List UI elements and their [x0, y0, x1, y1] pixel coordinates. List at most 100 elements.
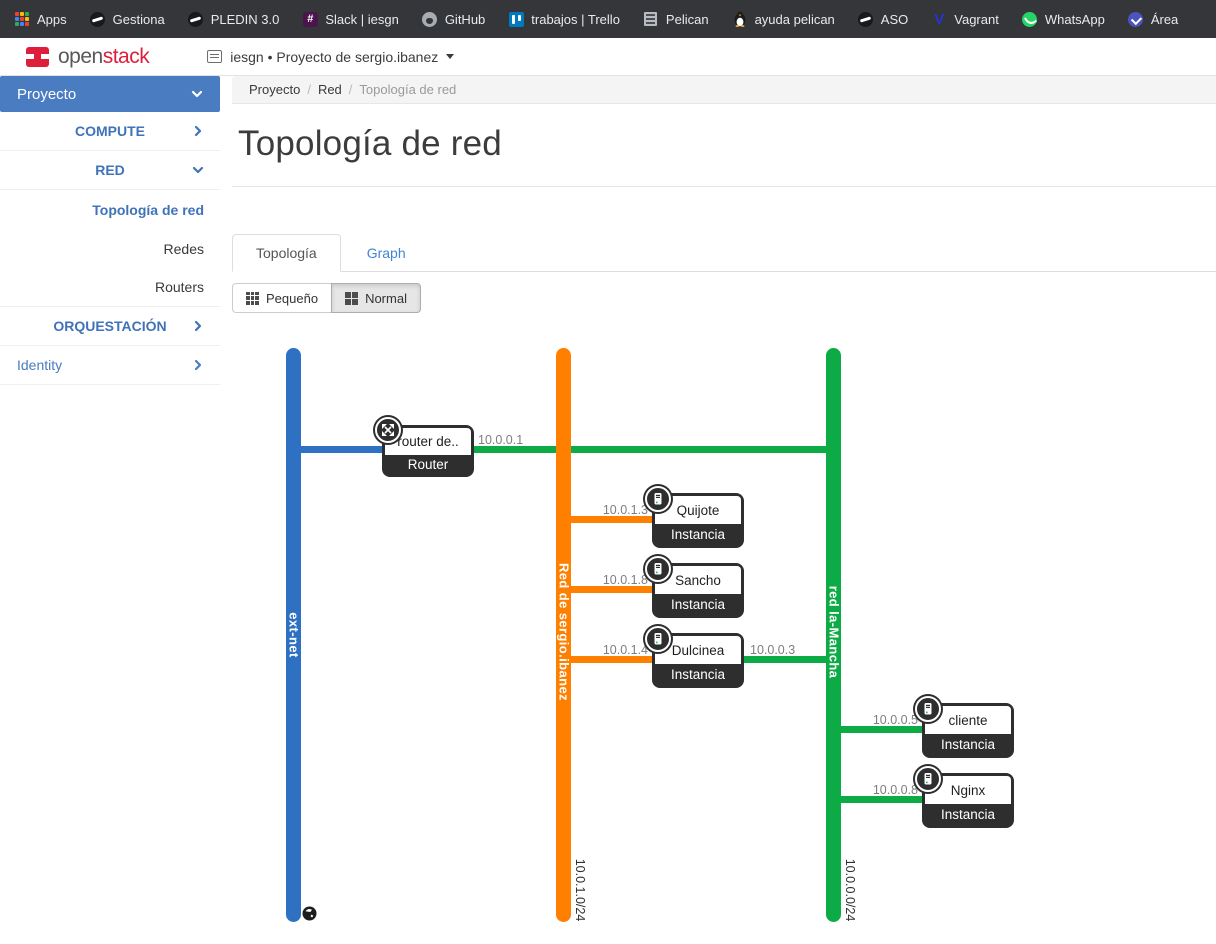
- subnet-cidr-sergio: 10.0.1.0/24: [573, 858, 587, 922]
- sidebar-item-redes[interactable]: Redes: [163, 240, 204, 257]
- chevron-down-icon: [446, 54, 455, 59]
- bookmark-gestiona[interactable]: Gestiona: [90, 11, 165, 27]
- network-name-red-de-sergio-ibanez: Red de sergio.ibanez: [556, 562, 572, 702]
- network-bar-ext-net[interactable]: [286, 348, 301, 922]
- bookmark-label: PLEDIN 3.0: [210, 11, 280, 27]
- link-dulcinea-mancha: [740, 656, 834, 663]
- ip-label-router-right: 10.0.0.1: [478, 433, 524, 447]
- panel-header-label: Proyecto: [17, 85, 77, 103]
- bookmark-label: WhatsApp: [1044, 11, 1105, 27]
- router-icon: [375, 417, 401, 443]
- bookmark-pledin[interactable]: PLEDIN 3.0: [188, 11, 280, 27]
- ip-label-quijote: 10.0.1.3: [602, 503, 648, 517]
- project-list-icon: [207, 50, 223, 63]
- bookmark-whatsapp[interactable]: WhatsApp: [1022, 11, 1105, 27]
- instance-icon: [645, 556, 671, 582]
- normal-view-button[interactable]: Normal: [331, 283, 421, 313]
- bookmark-label: Pelican: [665, 11, 709, 27]
- router-category: Router: [385, 455, 471, 474]
- grid-large-icon: [345, 291, 359, 305]
- breadcrumb-separator: /: [307, 82, 311, 97]
- globe-icon: [858, 11, 874, 27]
- title-divider: [232, 186, 1216, 187]
- bookmark-vagrant[interactable]: V Vagrant: [931, 11, 999, 27]
- bookmark-slack[interactable]: # Slack | iesgn: [302, 11, 399, 27]
- globe-icon: [90, 11, 106, 27]
- bookmark-label: ayuda pelican: [754, 11, 835, 27]
- instance-name: cliente: [925, 706, 1011, 734]
- context-switcher-label: iesgn • Proyecto de sergio.ibanez: [230, 48, 439, 65]
- openstack-logo-icon: [26, 46, 49, 67]
- sidebar-item-compute[interactable]: COMPUTE: [0, 112, 220, 151]
- chevron-right-icon: [192, 359, 204, 371]
- bookmark-area[interactable]: Área: [1128, 11, 1178, 27]
- tab-graph[interactable]: Graph: [366, 245, 406, 261]
- instance-node-sancho[interactable]: Sancho Instancia: [652, 563, 744, 618]
- sidebar-panel-proyecto[interactable]: Proyecto: [0, 76, 220, 112]
- small-view-button[interactable]: Pequeño: [232, 283, 333, 313]
- sidebar-item-identity[interactable]: Identity: [0, 346, 220, 385]
- bookmark-label: GitHub: [444, 11, 486, 27]
- link-sergio-sancho: [563, 586, 663, 593]
- tab-bar: Topología Graph: [232, 231, 1216, 272]
- instance-category: Instancia: [655, 664, 741, 685]
- bookmark-label: ASO: [880, 11, 909, 27]
- breadcrumb-proyecto[interactable]: Proyecto: [249, 82, 301, 97]
- link-sergio-quijote: [563, 516, 663, 523]
- openstack-logo[interactable]: openstack: [26, 44, 150, 69]
- bookmark-label: Área: [1150, 11, 1179, 27]
- network-bar-red-la-mancha[interactable]: [826, 348, 841, 922]
- instance-icon: [645, 626, 671, 652]
- bookmark-pelican[interactable]: Pelican: [643, 11, 709, 27]
- tab-topologia[interactable]: Topología: [232, 234, 341, 272]
- sidebar-item-orquestacion[interactable]: ORQUESTACIÓN: [0, 307, 220, 346]
- instance-node-quijote[interactable]: Quijote Instancia: [652, 493, 744, 548]
- ip-label-dulcinea-left: 10.0.1.4: [602, 643, 648, 657]
- grid-small-icon: [246, 291, 259, 305]
- bookmarks-bar: Apps Gestiona PLEDIN 3.0 # Slack | iesgn…: [0, 0, 1216, 38]
- size-toggle-group: Pequeño Normal: [232, 283, 421, 313]
- globe-icon: [188, 11, 204, 27]
- vagrant-icon: V: [934, 10, 945, 28]
- building-icon: [643, 11, 659, 27]
- main-content: Proyecto / Red / Topología de red Topolo…: [220, 76, 1216, 944]
- external-network-globe-icon: [302, 906, 317, 921]
- instance-icon: [915, 766, 941, 792]
- bookmark-ayuda-pelican[interactable]: ayuda pelican: [732, 11, 835, 27]
- teams-icon: [1128, 11, 1144, 27]
- chevron-down-icon: [191, 90, 203, 98]
- bookmark-aso[interactable]: ASO: [858, 11, 908, 27]
- breadcrumb-separator: /: [348, 82, 353, 97]
- bookmark-github[interactable]: GitHub: [422, 11, 485, 27]
- instance-category: Instancia: [925, 734, 1011, 755]
- network-name-red-la-mancha: red la-Mancha: [826, 585, 842, 679]
- sidebar-item-red[interactable]: RED: [0, 151, 220, 190]
- bookmark-label: Gestiona: [112, 11, 165, 27]
- chevron-right-icon: [192, 125, 204, 137]
- sidebar-item-routers[interactable]: Routers: [0, 268, 220, 307]
- sidebar-item-topologia-de-red[interactable]: Topología de red: [92, 201, 204, 218]
- trello-icon: [508, 11, 524, 27]
- app-header: openstack iesgn • Proyecto de sergio.iba…: [0, 38, 1216, 76]
- breadcrumb-red[interactable]: Red: [317, 82, 342, 97]
- bookmark-label: trabajos | Trello: [531, 11, 620, 27]
- bookmark-label: Slack | iesgn: [325, 11, 399, 27]
- bookmark-label: Vagrant: [954, 11, 999, 27]
- bookmark-apps[interactable]: Apps: [14, 11, 67, 27]
- breadcrumb: Proyecto / Red / Topología de red: [232, 76, 1216, 104]
- github-icon: [422, 11, 438, 27]
- instance-icon: [915, 696, 941, 722]
- openstack-logo-text: openstack: [58, 44, 150, 68]
- penguin-icon: [732, 11, 748, 27]
- instance-category: Instancia: [925, 804, 1011, 825]
- project-context-switcher[interactable]: iesgn • Proyecto de sergio.ibanez: [207, 48, 455, 65]
- ip-label-nginx: 10.0.0.8: [872, 783, 918, 797]
- ip-label-cliente: 10.0.0.5: [872, 713, 918, 727]
- bookmark-trello[interactable]: trabajos | Trello: [508, 11, 620, 27]
- link-extnet-router: [293, 446, 389, 453]
- whatsapp-icon: [1022, 11, 1038, 27]
- network-bar-red-de-sergio-ibanez[interactable]: [556, 348, 571, 922]
- instance-icon: [645, 486, 671, 512]
